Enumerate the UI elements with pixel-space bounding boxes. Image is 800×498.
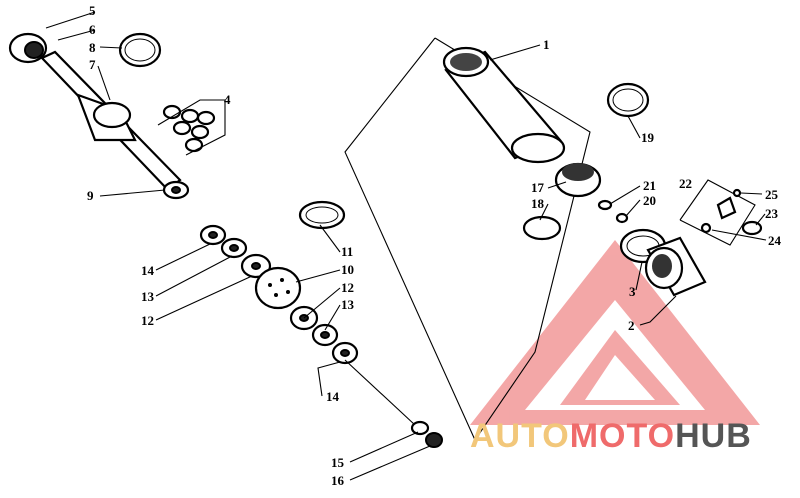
svg-text:AUTOMOTOHUB: AUTOMOTOHUB	[470, 417, 752, 455]
watermark-wordmark: AUTOMOTOHUB	[470, 417, 752, 455]
callout-13a: 13	[141, 289, 155, 304]
bushings-group-4	[157, 99, 226, 156]
callout-14b: 14	[326, 389, 340, 404]
callout-20: 20	[643, 193, 656, 208]
washer-stack-left	[199, 224, 272, 279]
callout-labels: 5 6 8 7 4 9 11 10 12 13 14 13 12 14 15 1…	[87, 3, 782, 488]
callout-12b: 12	[341, 280, 354, 295]
callout-17: 17	[531, 180, 545, 195]
callout-15: 15	[331, 455, 345, 470]
floating-piston-17	[554, 162, 602, 198]
callout-4: 4	[224, 92, 231, 107]
callout-21: 21	[643, 178, 656, 193]
shock-absorber-body	[442, 46, 566, 164]
callout-13b: 13	[341, 297, 355, 312]
valve-group-22	[679, 179, 763, 246]
callout-19: 19	[641, 130, 655, 145]
callout-11: 11	[341, 244, 353, 259]
callout-12a: 12	[141, 313, 154, 328]
watermark-moto: MOTO	[570, 417, 675, 455]
piston-rod-assembly	[8, 32, 190, 200]
callout-6: 6	[89, 22, 96, 37]
callout-25: 25	[765, 187, 779, 202]
washer-stack-right	[289, 305, 359, 365]
callout-8: 8	[89, 40, 96, 55]
piston-10	[254, 266, 302, 310]
piston-band-11	[298, 200, 346, 230]
watermark-auto: AUTO	[470, 417, 570, 455]
callout-2: 2	[628, 318, 635, 333]
callout-1: 1	[543, 37, 550, 52]
leader-lines	[45, 11, 767, 481]
callout-9: 9	[87, 188, 94, 203]
callout-7: 7	[89, 57, 96, 72]
callout-3: 3	[629, 284, 636, 299]
watermark-hub: HUB	[675, 417, 752, 455]
washer-20	[615, 212, 629, 224]
callout-14a: 14	[141, 263, 155, 278]
callout-23: 23	[765, 206, 779, 221]
callout-22: 22	[679, 176, 692, 191]
watermark-triangle-logo	[470, 240, 760, 425]
o-ring-8-inner	[124, 38, 156, 62]
end-cap-2	[644, 236, 707, 297]
band-18	[522, 215, 562, 241]
assembly-frame-line	[344, 37, 591, 442]
callout-16: 16	[331, 473, 345, 488]
callout-5: 5	[89, 3, 96, 18]
callout-10: 10	[341, 262, 354, 277]
lock-nut-15-16	[344, 359, 443, 448]
callout-18: 18	[531, 196, 545, 211]
o-ring-21	[597, 199, 613, 211]
callout-24: 24	[768, 233, 782, 248]
